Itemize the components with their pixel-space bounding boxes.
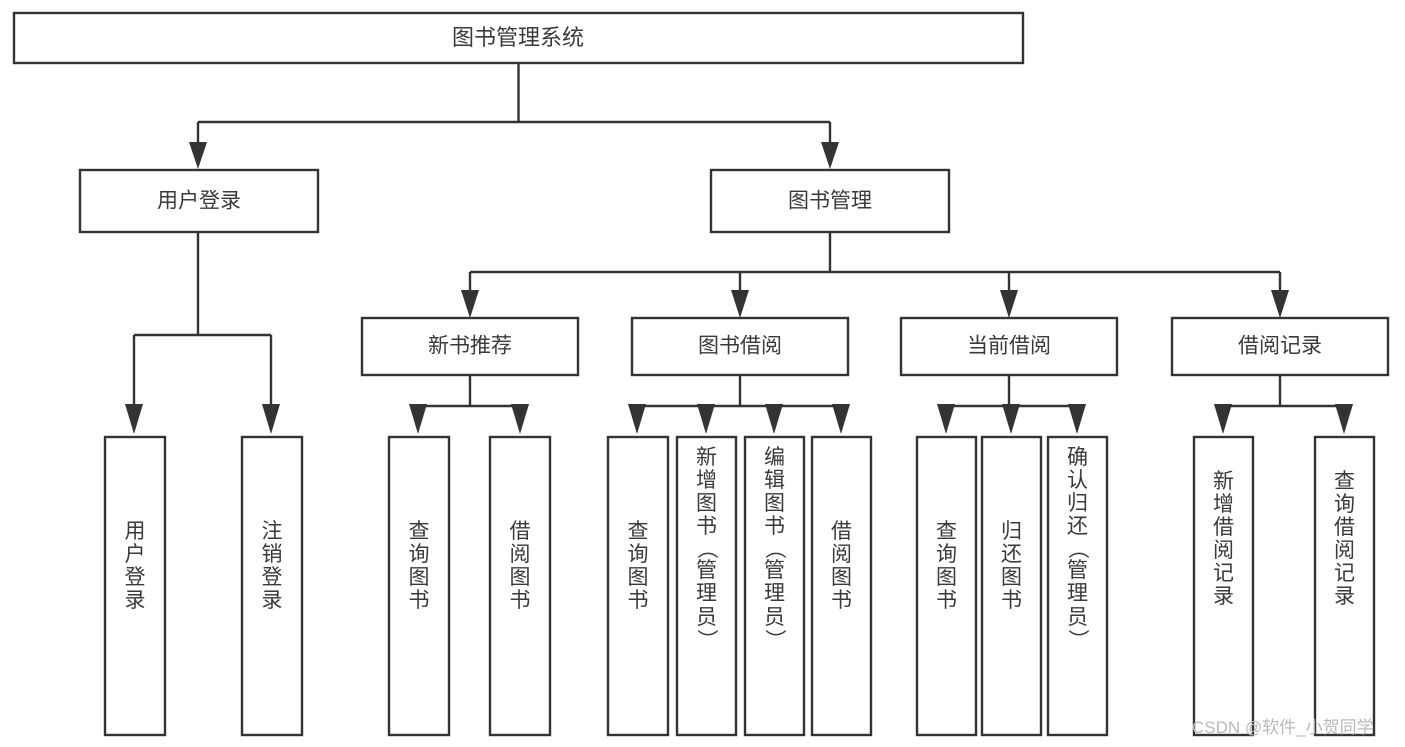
leaf-box-borrow-book-1[interactable] [488,435,552,737]
arrow-head-user-login [189,142,207,169]
leaf-box-add-record[interactable] [1192,435,1255,737]
arrow-head-book-manage [821,142,839,169]
node-user-login-box[interactable] [78,168,320,234]
leaf-box-return-book[interactable] [980,435,1043,737]
connector-group-book-manage [461,232,1289,318]
leaf-box-query-book-3[interactable] [915,435,978,737]
node-book-manage-box[interactable] [709,168,951,234]
arrow-head-leaf-query-book-2 [628,404,646,434]
arrow-head-leaf-query-book-1 [409,404,427,434]
arrow-head-book-borrow [731,290,749,318]
connector-group-new-book-rec [409,375,529,434]
node-root-label: 图书管理系统 [452,25,584,50]
connector-group-current-borrow [937,375,1086,434]
node-current-borrow-label: 当前借阅 [967,335,1051,358]
leaf-box-edit-book[interactable] [743,435,806,737]
arrow-head-leaf-return-book [1002,404,1020,434]
node-book-manage-label: 图书管理 [788,190,872,213]
arrow-head-new-book-rec [461,290,479,318]
leaf-box-query-record[interactable] [1313,435,1376,737]
node-book-borrow-box[interactable] [630,316,850,377]
node-borrow-record-box[interactable] [1170,316,1390,377]
node-book-manage[interactable]: 图书管理 [709,168,951,234]
node-new-book-rec-label: 新书推荐 [428,335,512,358]
arrow-head-current-borrow [1000,290,1018,318]
arrow-head-borrow-record [1271,290,1289,318]
leaf-box-borrow-book-2[interactable] [810,435,873,737]
connector-group-book-borrow [628,375,850,434]
connector-group-borrow-record [1214,375,1353,434]
node-book-borrow[interactable]: 图书借阅 [630,316,850,377]
arrow-head-leaf-logout [262,404,280,434]
leaf-box-confirm-return[interactable] [1046,435,1109,737]
node-borrow-record-label: 借阅记录 [1238,335,1322,358]
node-root-box[interactable] [12,11,1025,65]
connector-group-root [189,63,839,169]
node-user-login[interactable]: 用户登录 [78,168,320,234]
node-root[interactable]: 图书管理系统 [12,11,1025,65]
node-current-borrow-box[interactable] [899,316,1119,377]
arrow-head-leaf-edit-book [765,404,783,434]
node-current-borrow[interactable]: 当前借阅 [899,316,1119,377]
leaf-box-query-book-1[interactable] [387,435,451,737]
arrow-head-leaf-add-record [1214,404,1232,434]
leaf-box-add-book[interactable] [675,435,738,737]
node-borrow-record[interactable]: 借阅记录 [1170,316,1390,377]
leaf-box-query-book-2[interactable] [606,435,670,737]
node-new-book-rec-box[interactable] [360,316,580,377]
arrow-head-leaf-add-book [697,404,715,434]
arrow-head-leaf-query-book-3 [937,404,955,434]
connector-group-user-login [125,232,280,434]
arrow-head-leaf-borrow-book-1 [511,404,529,434]
node-user-login-label: 用户登录 [157,190,241,213]
arrow-head-leaf-confirm-return [1068,404,1086,434]
arrow-head-leaf-borrow-book-2 [832,404,850,434]
arrow-head-leaf-user-login [125,404,143,434]
leaf-box-logout[interactable] [240,435,304,737]
node-new-book-rec[interactable]: 新书推荐 [360,316,580,377]
leaf-box-user-login[interactable] [103,435,167,737]
arrow-head-leaf-query-record [1335,404,1353,434]
node-book-borrow-label: 图书借阅 [698,335,782,358]
